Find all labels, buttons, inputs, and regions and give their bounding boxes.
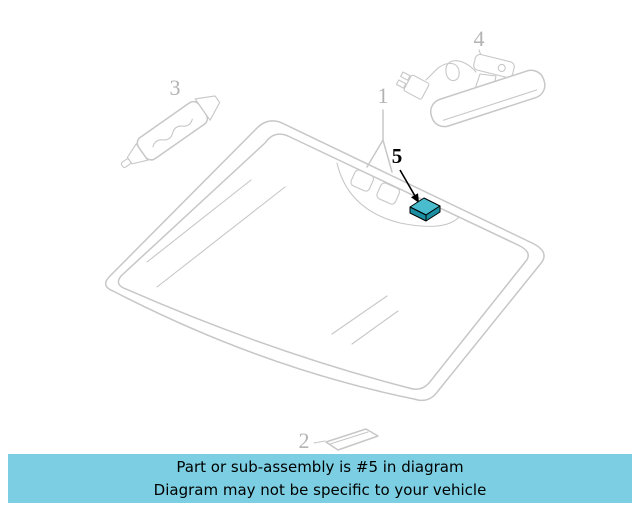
callout-4-label: 4 (474, 26, 485, 51)
windshield-outer-edge (104, 120, 545, 402)
callout-2-group: 2 (299, 428, 326, 453)
notice-line-2: Diagram may not be specific to your vehi… (153, 480, 487, 499)
mirror-wire-connector (395, 71, 430, 100)
reflection-line-2 (156, 186, 286, 288)
callout-3-label: 3 (170, 75, 181, 100)
sensor-window-left (350, 169, 375, 192)
tube-label-squiggle (152, 118, 193, 148)
mirror-wire-harness (425, 60, 477, 82)
molding-crease (329, 431, 369, 445)
sensor-window-right (376, 182, 401, 205)
callout-3-group: 3 (170, 75, 181, 100)
reflection-line-4 (351, 310, 399, 345)
windshield-glass (104, 120, 545, 402)
callout-2-leader (313, 440, 326, 444)
reflection-line-1 (146, 179, 252, 263)
bracket-right-face (425, 205, 441, 222)
callout-1-group: 1 (366, 83, 393, 173)
callout-2-label: 2 (299, 428, 310, 453)
rearview-mirror (395, 53, 546, 128)
mirror-bracket-highlight: 5 (392, 144, 441, 222)
mirror-mount-plate (473, 53, 515, 79)
notice-banner: Part or sub-assembly is #5 in diagram Di… (8, 454, 632, 503)
lower-molding (325, 428, 379, 451)
tube-body (136, 100, 209, 161)
callout-1-leader (366, 109, 393, 173)
sensor-pocket-outline (336, 162, 460, 227)
tube-nozzle (126, 143, 149, 165)
notice-line-1: Part or sub-assembly is #5 in diagram (176, 457, 464, 476)
callout-5-label: 5 (392, 144, 403, 168)
tube-crimp-end (194, 95, 221, 121)
callout-1-label: 1 (378, 83, 389, 108)
callout-4-group: 4 (474, 26, 485, 59)
callout-5-arrow-line (399, 169, 416, 197)
windshield-inner-edge (117, 133, 529, 390)
mirror-body (429, 69, 546, 128)
callout-5-arrowhead (411, 193, 419, 203)
molding-outline (325, 428, 379, 451)
reflection-line-3 (331, 295, 388, 335)
sealant-tube (120, 95, 221, 168)
